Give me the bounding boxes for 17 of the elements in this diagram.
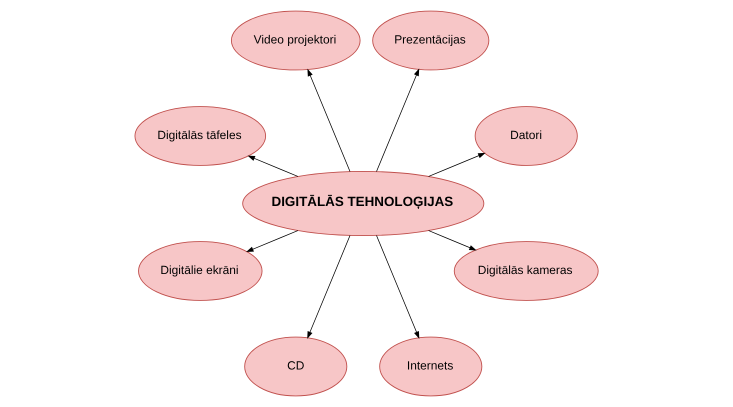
node-ellipse: Prezentācijas [372, 10, 490, 70]
arrow [376, 68, 420, 172]
arrow [307, 235, 350, 339]
node-ellipse: Video projektori [230, 10, 361, 70]
node-ellipse: Datori [474, 106, 578, 166]
arrow [428, 152, 486, 177]
arrow [428, 230, 477, 250]
arrow [307, 68, 350, 172]
node-ellipse: DIGITĀLĀS TEHNOLOĢIJAS [242, 170, 484, 236]
node-ellipse: Digitālie ekrāni [138, 241, 262, 301]
node-ellipse: Internets [379, 336, 482, 396]
node-ellipse: Digitālās kameras [454, 241, 599, 301]
arrow [248, 156, 298, 177]
node-ellipse: CD [244, 336, 348, 396]
arrow [246, 230, 298, 252]
node-ellipse: Digitālās tāfeles [134, 106, 266, 166]
arrow [376, 235, 420, 339]
